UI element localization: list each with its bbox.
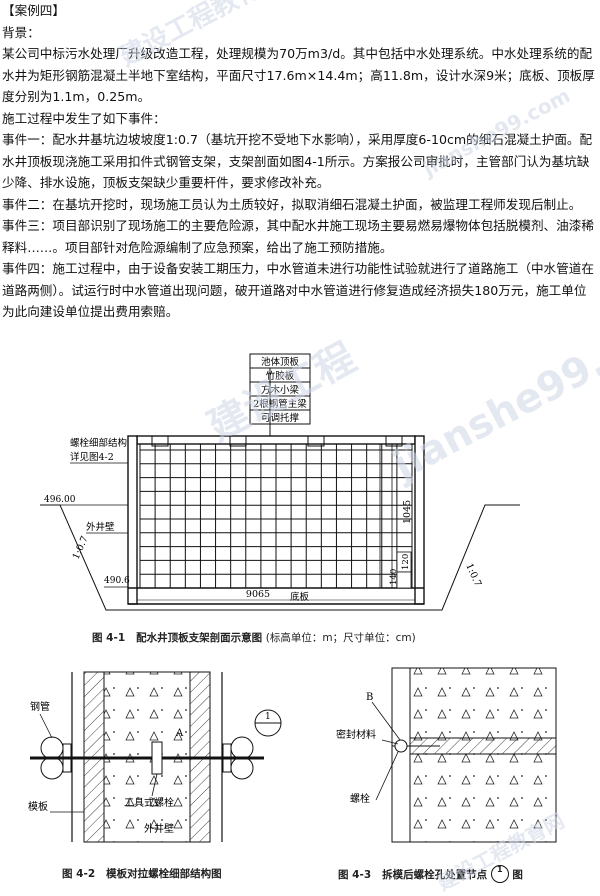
figure-4-2: A 钢管 模板 工具式螺栓 外井壁 1	[28, 671, 282, 843]
dim-height: 1045	[402, 500, 413, 524]
floor-label: 底板	[290, 591, 310, 603]
event-4: 事件四：施工过程中，由于设备安装工期压力，中水管道未进行功能性试验就进行了道路施…	[2, 261, 594, 319]
roof-slab	[136, 435, 416, 445]
layer-label: 2根钢管主梁	[253, 398, 307, 410]
slope-right: 1:0.7	[463, 562, 483, 589]
layer-label: 方木小梁	[261, 384, 300, 396]
fig43-caption-num: 图 4-3	[338, 869, 372, 881]
background-text: 某公司中标污水处理厂升级改造工程，处理规模为70万m3/d。其中包括中水处理系统…	[2, 46, 595, 104]
detail-circle-number: 1	[496, 865, 503, 874]
fig41-caption-title: 配水井顶板支架剖面示意图	[136, 632, 263, 644]
outer-wall-label: 外井壁	[144, 822, 174, 835]
elevation-top: 496.00	[44, 495, 76, 505]
anchor-bolt	[151, 436, 169, 447]
outer-wall-label: 外井壁	[86, 521, 115, 533]
bolt-note-1: 螺栓细部结构	[70, 437, 127, 449]
layer-label: 竹胶板	[266, 370, 295, 382]
bolt-label: 螺栓	[350, 792, 370, 805]
detail-circle-icon: 1	[490, 865, 509, 883]
anchor-bolt	[385, 436, 403, 447]
figure-4-3: B 密封材料 螺栓	[336, 667, 557, 843]
fig42-caption: 图 4-2 模板对拉螺栓细部结构图	[62, 866, 222, 881]
steel-pipe-label: 钢管	[30, 700, 50, 713]
detail-number: 1	[265, 712, 271, 722]
fig42-caption-num: 图 4-2	[62, 868, 96, 880]
fig41-caption-num: 图 4-1	[92, 632, 126, 644]
seal-label: 密封材料	[336, 728, 376, 741]
formwork-label: 模板	[28, 800, 48, 813]
process-intro: 施工过程中发生了如下事件：	[2, 110, 166, 126]
fig43-caption: 图 4-3 拆模后螺栓孔处置节点 1 图	[338, 865, 523, 884]
layer-label: 池体顶板	[261, 356, 300, 368]
event-2: 事件二：在基坑开挖时，现场施工员认为土质较好，拟取消细石混凝土护面，被监理工程师…	[2, 196, 582, 212]
scaffold-grid	[139, 436, 413, 589]
background-label: 背景：	[2, 24, 40, 40]
case-heading: 【案例四】	[2, 3, 65, 18]
fig41-caption-note: (标高单位：m；尺寸单位：cm)	[265, 632, 416, 644]
anchor-bolt	[307, 436, 325, 447]
fig41-caption: 图 4-1 配水井顶板支架剖面示意图 (标高单位：m；尺寸单位：cm)	[92, 630, 416, 645]
event-1: 事件一：配水井基坑边坡坡度1:0.7（基坑开挖不受地下水影响），采用厚度6-10…	[2, 132, 593, 190]
figure-4-1: 池体顶板 竹胶板 方木小梁 2根钢管主梁 可调托撑 496.00 490.6 1…	[40, 353, 520, 611]
mark-b: B	[366, 692, 373, 703]
dim-140: 140	[389, 569, 399, 585]
dim-120: 120	[401, 554, 411, 570]
bolt-note-2: 详见图4-2	[70, 451, 114, 463]
layer-label: 可调托撑	[261, 412, 300, 424]
mark-a: A	[175, 728, 184, 739]
case-text: 【案例四】 背景： 某公司中标污水处理厂升级改造工程，处理规模为70万m3/d。…	[2, 0, 598, 323]
anchor-bolt	[229, 436, 247, 447]
elevation-bottom: 490.6	[104, 576, 130, 586]
event-3: 事件三：项目部识别了现场施工的主要危险源，其中配水井施工现场主要易燃易爆物体包括…	[2, 218, 594, 255]
dim-width: 9065	[246, 589, 270, 600]
fig43-caption-end: 图	[512, 869, 523, 881]
fig42-caption-title: 模板对拉螺栓细部结构图	[106, 868, 222, 880]
slope-left: 1:0.7	[71, 534, 91, 561]
fig43-caption-title: 拆模后螺栓孔处置节点	[382, 869, 488, 881]
right-wall	[414, 435, 425, 605]
tool-bolt-label: 工具式螺栓	[124, 796, 174, 809]
